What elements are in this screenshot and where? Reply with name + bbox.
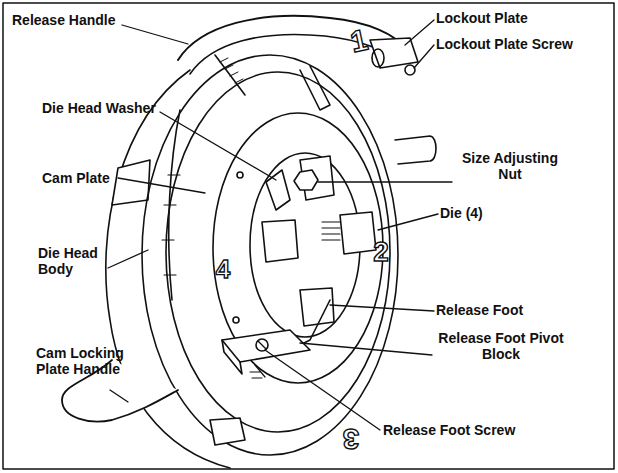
lockout-screw — [405, 65, 415, 75]
ring-screw — [237, 172, 243, 178]
die — [340, 212, 376, 254]
die-threads — [322, 222, 340, 240]
size-adjusting-nut — [294, 170, 318, 190]
die-number: 3 — [336, 424, 366, 454]
leader-line — [405, 20, 434, 45]
leader-line — [265, 350, 380, 430]
release-foot — [300, 300, 330, 345]
die — [262, 220, 298, 262]
leader-line — [414, 45, 434, 68]
spring-coils — [220, 58, 243, 83]
side-post — [395, 136, 436, 164]
die-ring — [213, 113, 383, 383]
part-label: Size Adjusting Nut — [455, 150, 565, 182]
pivot-spring — [250, 365, 265, 378]
scale-ticks — [162, 175, 180, 275]
leader-lines — [108, 20, 452, 430]
screw-slot — [258, 341, 266, 349]
leader-line — [378, 214, 438, 230]
leader-line — [118, 178, 205, 193]
part-label: Cam Plate — [42, 170, 162, 186]
part-label: Release Foot — [436, 302, 596, 318]
frame — [3, 3, 614, 469]
cam-plate-outer — [142, 55, 398, 455]
pivot-block-side — [222, 340, 242, 374]
leader-line — [108, 250, 148, 268]
die-number: 2 — [366, 238, 396, 266]
ring-screw — [233, 317, 239, 323]
part-label: Release Foot Screw — [383, 422, 573, 438]
part-label: Release Handle — [12, 12, 162, 28]
part-label: Die Head Washer — [42, 100, 202, 116]
part-label: Die Head Body — [38, 245, 118, 277]
part-label: Cam Locking Plate Handle — [36, 345, 126, 377]
leader-line — [330, 305, 434, 311]
leader-line — [318, 181, 452, 182]
cam-plate-inner — [166, 72, 390, 432]
part-label: Release Foot Pivot Block — [436, 330, 566, 362]
die — [300, 288, 334, 326]
cam-slot-top — [300, 66, 330, 110]
lockout-hole — [372, 49, 384, 67]
part-label: Lockout Plate — [436, 10, 606, 26]
part-label: Die (4) — [440, 205, 550, 221]
leader-line — [122, 25, 188, 44]
leader-line — [160, 112, 276, 180]
pivot-block — [222, 330, 310, 362]
leader-line — [300, 343, 432, 355]
die-number: 4 — [208, 256, 238, 282]
leader-line — [110, 390, 128, 402]
lockout-plate — [370, 38, 418, 68]
part-label: Lockout Plate Screw — [436, 36, 611, 52]
bottom-lug — [210, 418, 245, 445]
die-number: 1 — [341, 23, 377, 59]
release-foot-screw — [256, 339, 268, 351]
